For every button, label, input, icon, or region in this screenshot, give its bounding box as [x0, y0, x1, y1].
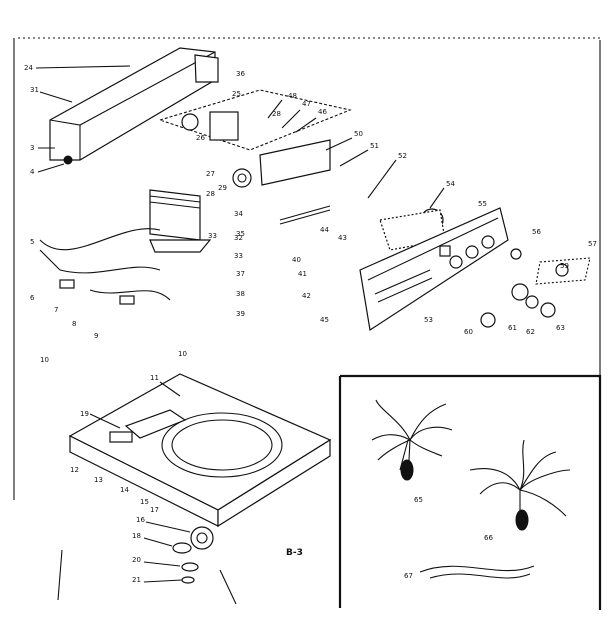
label-24: 24	[24, 64, 33, 72]
labels-console-right: 36 35 37 38 39 28 29	[218, 70, 281, 318]
right-knobs	[480, 248, 591, 328]
label-65: 65	[414, 496, 423, 504]
bottom-parts: 16 17 18 20 21	[57, 506, 237, 605]
label-51: 51	[370, 142, 379, 150]
label-10b: 10	[178, 350, 187, 358]
labels-panel: 52 54 33	[208, 152, 455, 240]
figure-label: B-3	[286, 548, 303, 558]
label-34: 34	[234, 210, 243, 218]
label-12: 12	[70, 466, 79, 474]
label-21: 21	[132, 576, 141, 584]
label-53: 53	[424, 316, 433, 324]
label-66: 66	[484, 534, 493, 542]
label-25: 25	[232, 90, 241, 98]
label-42: 42	[302, 292, 311, 300]
labels-switches: 34 32 33 44 43 40 41 42 45 53 57 59 60 6…	[234, 200, 597, 336]
label-43: 43	[338, 234, 347, 242]
label-7: 7	[54, 306, 58, 314]
label-46: 46	[318, 108, 327, 116]
label-17: 17	[150, 506, 159, 514]
label-47: 47	[302, 100, 311, 108]
console-panel	[359, 207, 509, 332]
label-50: 50	[354, 130, 363, 138]
label-41: 41	[298, 270, 307, 278]
label-39: 39	[236, 310, 245, 318]
label-38: 38	[236, 290, 245, 298]
label-48: 48	[288, 92, 297, 100]
wiring: 5 6 7 8 9	[30, 228, 171, 340]
label-60: 60	[464, 328, 473, 336]
label-15: 15	[140, 498, 149, 506]
label-67: 67	[404, 572, 413, 580]
label-36: 36	[236, 70, 245, 78]
label-33b: 33	[234, 252, 243, 260]
label-5: 5	[30, 238, 34, 246]
label-29: 29	[218, 184, 227, 192]
control-bracket: 25 26 27 28	[158, 89, 352, 198]
label-19: 19	[80, 410, 89, 418]
label-61: 61	[508, 324, 517, 332]
harness-inset: 65 66 67	[338, 374, 602, 610]
label-3: 3	[30, 144, 34, 152]
label-8: 8	[72, 320, 76, 328]
label-26: 26	[196, 134, 205, 142]
label-27: 27	[206, 170, 215, 178]
labels-upper-center: 48 47 46 50 51	[267, 92, 379, 167]
label-45: 45	[320, 316, 329, 324]
label-63: 63	[556, 324, 565, 332]
label-6: 6	[30, 294, 35, 302]
label-32: 32	[234, 234, 243, 242]
label-16: 16	[136, 516, 145, 524]
washer-top: 11 10 19 12 13 14 15	[68, 350, 332, 528]
label-33: 33	[208, 232, 217, 240]
label-37: 37	[236, 270, 245, 278]
label-52: 52	[398, 152, 407, 160]
label-59: 59	[560, 262, 569, 270]
label-31: 31	[30, 86, 39, 94]
label-54: 54	[446, 180, 455, 188]
label-9: 9	[94, 332, 98, 340]
console-backsplash	[49, 47, 219, 165]
label-57: 57	[588, 240, 597, 248]
label-55: 55	[478, 200, 487, 208]
label-28: 28	[206, 190, 215, 198]
label-14: 14	[120, 486, 129, 494]
label-13: 13	[94, 476, 103, 484]
label-35: 35	[236, 230, 245, 238]
labels-misc: 10	[40, 356, 49, 364]
label-62: 62	[526, 328, 535, 336]
label-28b: 28	[272, 110, 281, 118]
label-10: 10	[40, 356, 49, 364]
label-56: 56	[532, 228, 541, 236]
label-4: 4	[30, 168, 35, 176]
label-11: 11	[150, 374, 159, 382]
label-18: 18	[132, 532, 141, 540]
label-20: 20	[132, 556, 141, 564]
label-44: 44	[320, 226, 329, 234]
label-40: 40	[292, 256, 301, 264]
switch-parts	[149, 189, 446, 253]
labels-top-left: 24 31 3 4	[24, 64, 131, 176]
